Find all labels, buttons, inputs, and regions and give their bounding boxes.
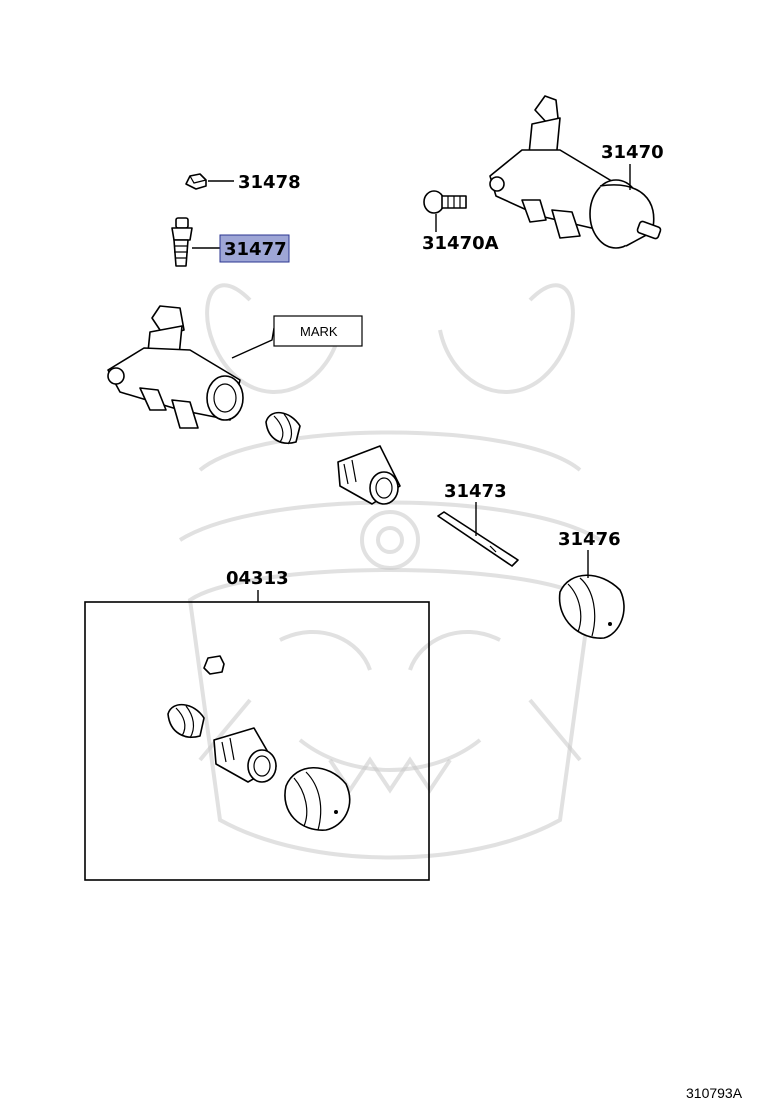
kit-part-boot[interactable] xyxy=(167,703,205,739)
part-31476-boot[interactable] xyxy=(558,574,625,639)
kit-04313-box xyxy=(84,601,430,881)
part-31470A-bolt[interactable] xyxy=(423,190,467,214)
part-cylinder-body[interactable] xyxy=(107,305,244,429)
mark-note-box: MARK xyxy=(273,315,363,347)
figure-id: 310793A xyxy=(686,1085,743,1101)
callout-31473[interactable]: 31473 xyxy=(444,481,507,502)
kit-part-piston[interactable] xyxy=(213,727,277,783)
part-31470-release-cylinder-assy[interactable] xyxy=(489,95,662,249)
part-31473-push-rod[interactable] xyxy=(437,511,519,567)
callout-31477[interactable]: 31477 xyxy=(224,239,287,260)
callout-31478[interactable]: 31478 xyxy=(238,172,301,193)
part-31477-bleeder-plug[interactable] xyxy=(171,217,193,267)
mark-label: MARK xyxy=(300,324,338,339)
callout-31470A[interactable]: 31470A xyxy=(422,233,499,254)
part-piston[interactable] xyxy=(337,445,401,505)
callout-04313[interactable]: 04313 xyxy=(226,568,289,589)
callout-31477-highlight xyxy=(219,234,290,263)
part-dust-boot[interactable] xyxy=(265,411,301,445)
kit-part-boot-large[interactable] xyxy=(284,766,351,831)
callout-31470[interactable]: 31470 xyxy=(601,142,664,163)
kit-part-cap[interactable] xyxy=(203,655,225,675)
part-31478-bleeder-cap[interactable] xyxy=(185,173,207,190)
callout-31476[interactable]: 31476 xyxy=(558,529,621,550)
watermark-logo xyxy=(178,283,602,860)
